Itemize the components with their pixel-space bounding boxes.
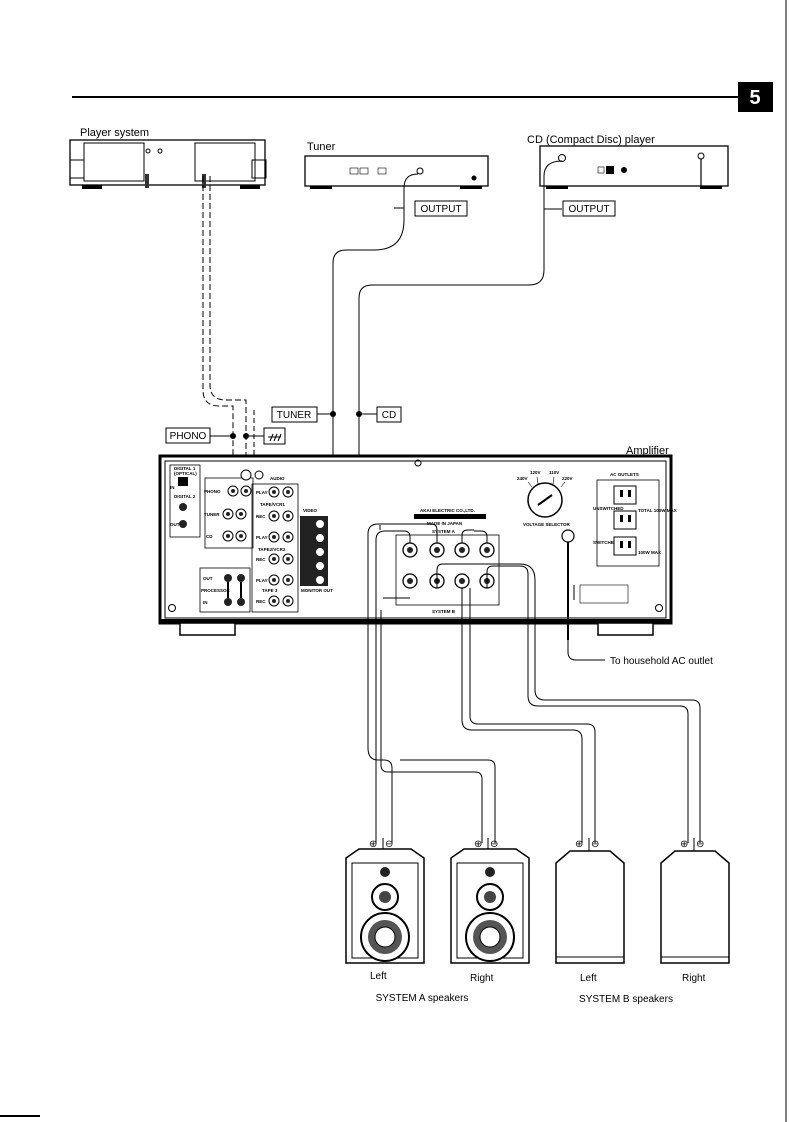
svg-text:⊖: ⊖ <box>591 839 599 850</box>
wire-sysb-right <box>486 565 689 843</box>
sysb-left-label: Left <box>580 973 597 984</box>
svg-text:⊖: ⊖ <box>490 839 498 850</box>
player-system-label: Player system <box>80 127 149 139</box>
svg-text:OUT: OUT <box>170 522 180 527</box>
wire-sysa-right-run <box>380 610 483 843</box>
input-jacks-group: PHONO TUNER CD <box>204 469 264 549</box>
phono-cable-b <box>209 176 247 478</box>
svg-text:AC OUTLETS: AC OUTLETS <box>610 472 639 477</box>
svg-text:IN: IN <box>170 485 175 490</box>
cd-input-label: CD <box>382 410 396 421</box>
svg-text:REC: REC <box>256 514 266 519</box>
svg-text:CD: CD <box>206 534 213 539</box>
svg-text:IN: IN <box>203 600 208 605</box>
page-number: 5 <box>749 87 760 109</box>
svg-text:⊖: ⊖ <box>385 839 393 850</box>
ac-outlets-panel: AC OUTLETS UNSWITCHED TOTAL 100W MAX SWI… <box>573 472 677 604</box>
power-cord <box>561 529 605 661</box>
processor-jacks: OUT PROCESSOR IN <box>199 567 251 613</box>
wire-sysa-right-plus <box>461 529 474 543</box>
phono-cable-a <box>202 176 234 478</box>
svg-text:PLAY: PLAY <box>256 578 268 583</box>
svg-text:TAPE2/VCR2: TAPE2/VCR2 <box>258 547 286 552</box>
cd-output-cable <box>358 160 563 478</box>
svg-text:PHONO: PHONO <box>204 489 221 494</box>
svg-text:OUT: OUT <box>203 576 213 581</box>
ac-outlet-label: To household AC outlet <box>610 656 713 667</box>
cd-output-label: OUTPUT <box>568 204 609 215</box>
tuner-output-box <box>414 200 468 217</box>
svg-text:SWITCHED: SWITCHED <box>593 540 618 545</box>
svg-text:⊕: ⊕ <box>575 839 583 850</box>
svg-text:TOTAL 100W MAX: TOTAL 100W MAX <box>638 508 677 513</box>
system-a-caption: SYSTEM A speakers <box>376 993 469 1004</box>
svg-text:(OPTICAL): (OPTICAL) <box>174 471 197 476</box>
svg-text:UNSWITCHED: UNSWITCHED <box>593 506 624 511</box>
svg-text:100W MAX: 100W MAX <box>638 550 661 555</box>
voltage-selector: 240V 120V 110V 220V VOLTAGE SELECTOR <box>517 470 573 527</box>
sysb-right-label: Right <box>682 973 706 984</box>
svg-text:TAPE 3: TAPE 3 <box>262 588 278 593</box>
svg-text:⊕: ⊕ <box>680 839 688 850</box>
system-b-caption: SYSTEM B speakers <box>579 994 673 1005</box>
svg-text:110V: 110V <box>549 470 559 475</box>
svg-text:DIGITAL 1: DIGITAL 1 <box>174 466 196 471</box>
wire-sysb-left2 <box>469 588 596 843</box>
svg-text:DIGITAL 2: DIGITAL 2 <box>174 494 196 499</box>
svg-text:MONITOR OUT: MONITOR OUT <box>301 588 333 593</box>
cd-player-label: CD (Compact Disc) player <box>527 134 655 146</box>
page-number-tab <box>738 82 773 112</box>
wire-sysa-right-minus <box>474 530 488 543</box>
cd-output-box <box>562 200 616 217</box>
digital-jacks: DIGITAL 1 (OPTICAL) DIGITAL 2 IN OUT <box>169 464 201 538</box>
tuner-input-label: TUNER <box>277 410 311 421</box>
phono-input-label: PHONO <box>170 431 207 442</box>
svg-text:REC: REC <box>256 557 266 562</box>
player-system-unit: Player system <box>69 127 267 189</box>
tuner-output-label: OUTPUT <box>420 204 461 215</box>
svg-text:PLAY: PLAY <box>256 535 268 540</box>
speaker-system-b-right: ⊕ ⊖ <box>660 838 730 964</box>
speaker-system-a-left: ⊕ ⊖ <box>345 838 425 964</box>
tuner-output-cable <box>332 173 419 478</box>
svg-text:AUDIO: AUDIO <box>270 476 285 481</box>
svg-text:⊖: ⊖ <box>696 839 704 850</box>
wire-sysa-left-minus <box>367 523 438 843</box>
svg-text:PLAY: PLAY <box>256 490 268 495</box>
speaker-system-b-left: ⊕ ⊖ <box>555 838 625 964</box>
tape-jacks-group: AUDIO PLAY TAPE/VCR1 REC PLAY TAPE2/VCR2… <box>251 476 299 613</box>
svg-text:120V: 120V <box>530 470 541 475</box>
made-in-label: MADE IN JAPAN <box>427 521 462 526</box>
wire-sysb-left <box>461 588 583 843</box>
tuner-unit: Tuner <box>304 141 489 189</box>
amplifier-label: Amplifier <box>626 445 669 457</box>
wire-sysa-left-plus <box>375 530 411 843</box>
svg-text:⊕: ⊕ <box>369 839 377 850</box>
tuner-label: Tuner <box>307 141 336 153</box>
wire-sysb-right2 <box>436 563 701 843</box>
svg-text:VOLTAGE SELECTOR: VOLTAGE SELECTOR <box>523 522 571 527</box>
cd-player-unit: CD (Compact Disc) player <box>527 134 729 189</box>
video-jacks: VIDEO MONITOR OUT <box>300 508 333 593</box>
speaker-system-a-right: ⊕ ⊖ <box>450 838 530 964</box>
svg-text:SYSTEM B: SYSTEM B <box>432 609 456 614</box>
svg-text:220V: 220V <box>562 476 573 481</box>
svg-text:SYSTEM A: SYSTEM A <box>432 529 456 534</box>
svg-text:REC: REC <box>256 599 266 604</box>
svg-text:240V: 240V <box>517 476 528 481</box>
ground-icon <box>243 427 286 445</box>
wire-sysa-right-run2 <box>400 759 496 843</box>
maker-label: AKAI ELECTRIC CO.,LTD. <box>420 508 475 513</box>
svg-text:TUNER: TUNER <box>204 512 220 517</box>
sysa-left-label: Left <box>370 971 387 982</box>
svg-text:⊕: ⊕ <box>474 839 482 850</box>
svg-text:VIDEO: VIDEO <box>303 508 318 513</box>
svg-text:PROCESSOR: PROCESSOR <box>201 588 231 593</box>
speaker-terminals: SYSTEM A SYSTEM B <box>395 529 500 614</box>
sysa-right-label: Right <box>470 973 494 984</box>
svg-text:TAPE/VCR1: TAPE/VCR1 <box>260 502 285 507</box>
